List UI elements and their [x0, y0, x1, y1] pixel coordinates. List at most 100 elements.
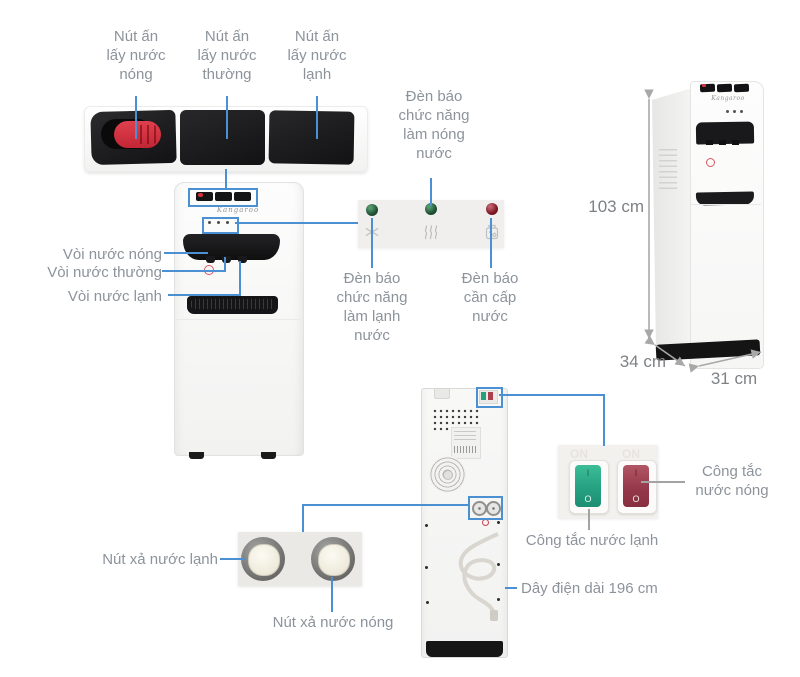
label-cooling-indicator: Đèn báo chức năng làm lạnh nước — [336, 270, 408, 344]
screw-dot — [425, 566, 428, 569]
hot-switch-off-marker: O — [632, 494, 640, 504]
callout-line — [235, 222, 358, 224]
drip-tray — [187, 296, 278, 314]
callout-line — [505, 587, 517, 589]
label-cold-switch: Công tắc nước lạnh — [525, 532, 659, 549]
back-logo-mark — [482, 519, 489, 526]
label-normal-button: Nút ấn lấy nước thường — [197, 28, 257, 83]
label-heating-indicator: Đèn báo chức năng làm nóng nước — [398, 88, 470, 162]
callout-line — [225, 169, 227, 188]
back-base — [426, 641, 503, 657]
label-power-cord: Dây điện dài 196 cm — [521, 580, 658, 597]
hot-button-grip — [135, 125, 157, 144]
switch-panel-on-text: ON — [570, 447, 588, 461]
brand-logo: Kangaroo — [711, 95, 745, 102]
highlight-box-back-switches — [476, 387, 503, 408]
3q-tap — [719, 140, 726, 145]
front-foot — [189, 452, 204, 459]
front-normal-button — [215, 192, 232, 201]
callout-line — [168, 294, 241, 296]
callout-line — [603, 394, 605, 446]
highlight-box-front-buttons — [188, 188, 258, 207]
callout-line — [490, 218, 492, 268]
label-cold-tap: Vòi nước lạnh — [67, 288, 162, 305]
back-hot-switch-mini — [488, 392, 493, 400]
screw-dot — [425, 524, 428, 527]
3q-tap — [706, 140, 713, 145]
callout-line — [430, 178, 432, 206]
label-hot-button: Nút ấn lấy nước nóng — [106, 28, 166, 83]
back-hot-drain-valve — [486, 501, 501, 516]
callout-line — [162, 270, 226, 272]
screw-dot — [497, 598, 500, 601]
3q-indicator-dot — [733, 110, 736, 113]
callout-line-gray — [588, 509, 590, 530]
cold-button-panel — [268, 110, 355, 165]
front-cold-button — [234, 192, 251, 201]
3q-indicator-dot — [740, 110, 743, 113]
3q-tap — [732, 140, 739, 145]
label-cold-drain: Nút xả nước lạnh — [102, 551, 218, 568]
callout-line — [224, 257, 226, 272]
callout-line — [164, 252, 208, 254]
cooling-indicator-light — [366, 204, 378, 216]
3q-side-vents — [659, 149, 677, 193]
front-indicator-dot — [226, 221, 229, 224]
callout-line — [135, 96, 137, 139]
label-normal-tap: Vòi nước thường — [47, 264, 162, 281]
callout-line — [220, 558, 246, 560]
screw-dot — [497, 563, 500, 566]
cold-tap — [238, 256, 247, 263]
label-hot-drain: Nút xả nước nóng — [272, 614, 394, 631]
normal-tap — [222, 256, 231, 263]
3q-niche — [697, 145, 754, 193]
label-cold-button: Nút ấn lấy nước lạnh — [287, 28, 347, 83]
hot-switch-on-marker: I — [634, 468, 638, 478]
sticker-text-lines — [454, 431, 476, 443]
callout-line — [499, 394, 605, 396]
height-dimension-label: 103 cm — [588, 197, 644, 216]
callout-line — [302, 504, 304, 532]
screw-dot — [497, 521, 500, 524]
front-indicator-dot — [208, 221, 211, 224]
back-fan-cap — [443, 470, 453, 480]
front-hot-button — [196, 192, 213, 201]
drip-tray-grille — [191, 299, 274, 309]
front-seam-line — [176, 319, 300, 320]
3q-indicator-dot — [726, 110, 729, 113]
back-cold-switch-mini — [481, 392, 486, 400]
screw-dot — [426, 601, 429, 604]
water-supply-icon — [484, 224, 500, 240]
dispenser-side-face — [652, 88, 692, 360]
depth-dimension-label: 34 cm — [619, 352, 666, 371]
label-hot-switch: Công tắc nước nóng — [695, 463, 769, 499]
callout-line — [316, 96, 318, 139]
front-dispensing-recess — [183, 234, 280, 260]
cold-switch-off-marker: O — [584, 494, 592, 504]
highlight-box-front-indicators — [202, 217, 239, 234]
cold-water-switch — [575, 465, 601, 507]
refill-indicator-light — [486, 203, 498, 215]
highlight-box-drain-valves — [468, 496, 503, 520]
3q-cold-button — [733, 83, 750, 93]
callout-line — [371, 218, 373, 268]
front-hot-button-red-mark — [198, 193, 203, 197]
3q-seam-line — [691, 204, 761, 205]
callout-line — [239, 261, 241, 296]
cold-switch-on-marker: I — [586, 468, 590, 478]
callout-line — [302, 504, 468, 506]
label-hot-tap: Vòi nước nóng — [62, 246, 162, 263]
normal-button-panel — [180, 110, 265, 165]
heat-waves-icon — [423, 225, 439, 240]
brand-logo: Kangaroo — [216, 206, 260, 214]
switch-panel-on-text: ON — [622, 447, 640, 461]
3q-hot-button-red-mark — [702, 84, 706, 87]
heating-indicator-light — [425, 203, 437, 215]
hot-tap — [206, 256, 215, 263]
sticker-barcode — [454, 446, 476, 453]
front-foot — [261, 452, 276, 459]
3q-normal-button — [716, 83, 733, 93]
width-dimension-label: 31 cm — [710, 369, 758, 388]
callout-line — [331, 577, 333, 612]
